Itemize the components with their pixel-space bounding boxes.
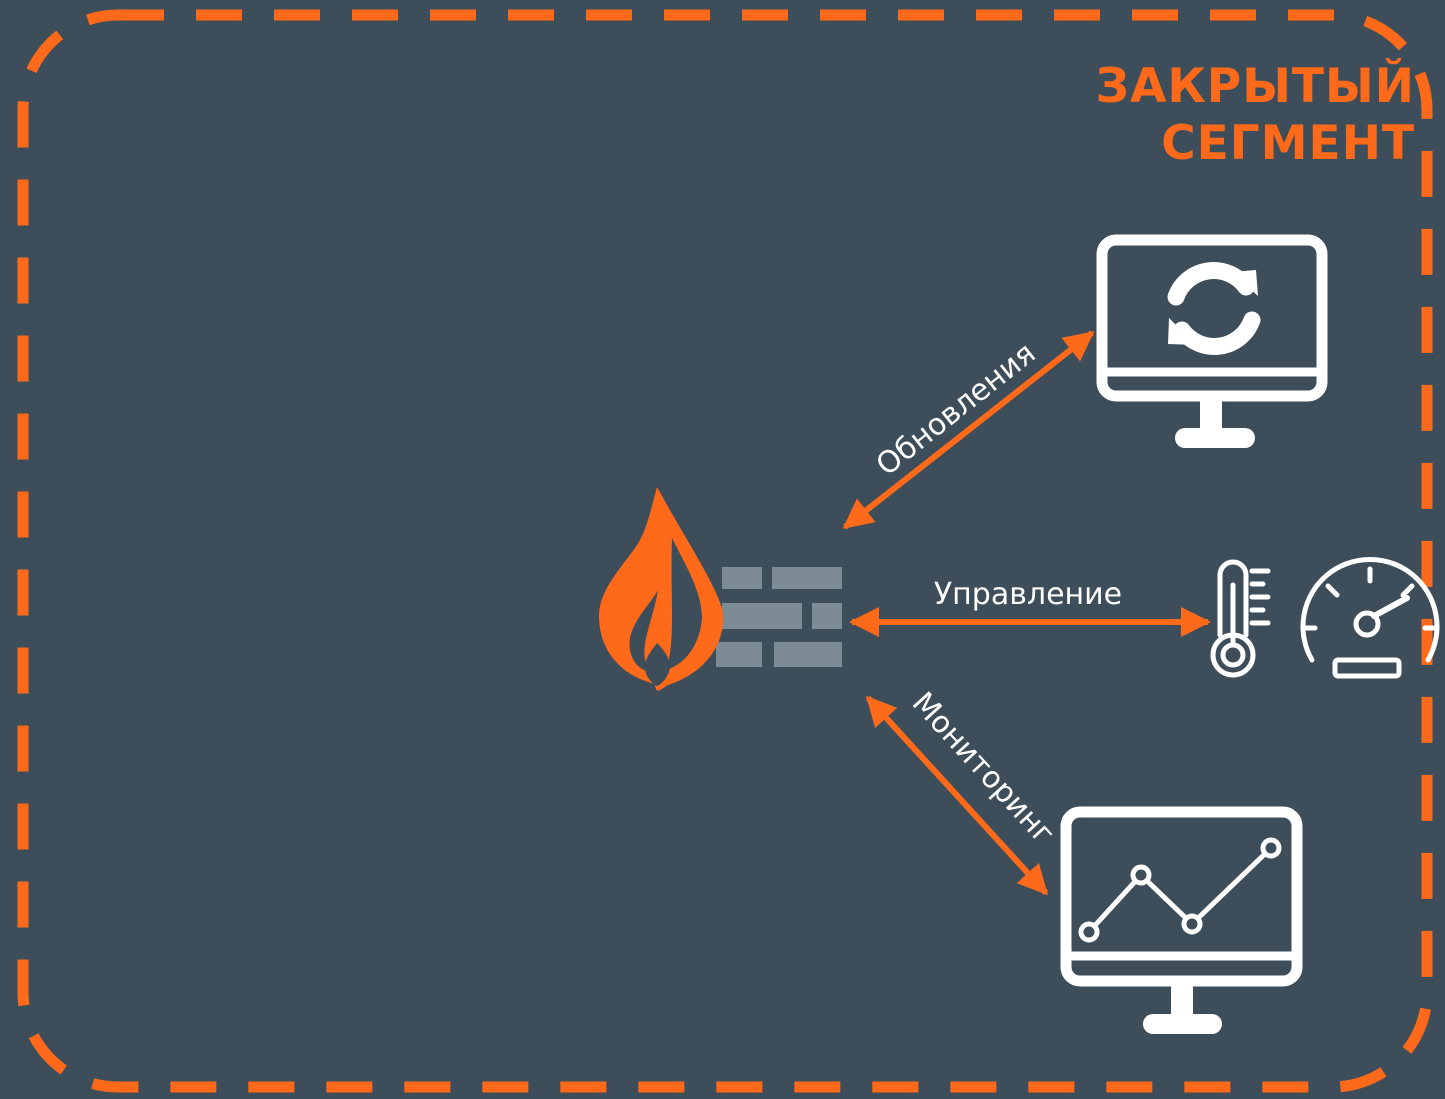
- edge-control-label: Управление: [934, 577, 1122, 612]
- line-chart-icon: [1078, 837, 1282, 943]
- segment-title-line2: СЕГМЕНТ: [1161, 116, 1415, 171]
- thermometer-icon: [1210, 559, 1271, 678]
- segment-boundary: [17, 9, 1433, 1093]
- edge-updates: Обновления: [842, 330, 1095, 530]
- segment-title-line1: ЗАКРЫТЫЙ: [1095, 59, 1415, 114]
- edge-updates-arrow: [842, 330, 1095, 530]
- edge-monitoring-arrow: [865, 695, 1049, 896]
- monitor-refresh-icon: [1096, 234, 1328, 448]
- edge-monitoring: Мониторинг: [865, 686, 1061, 896]
- speedometer-icon: [1300, 556, 1440, 679]
- firewall-icon: [598, 487, 842, 691]
- segment-title: ЗАКРЫТЫЙ СЕГМЕНТ: [1096, 58, 1415, 172]
- edge-updates-label: Обновления: [870, 336, 1042, 483]
- edge-control: Управление: [849, 577, 1211, 637]
- monitor-chart-icon: [1060, 806, 1303, 1034]
- refresh-icon: [1167, 262, 1261, 355]
